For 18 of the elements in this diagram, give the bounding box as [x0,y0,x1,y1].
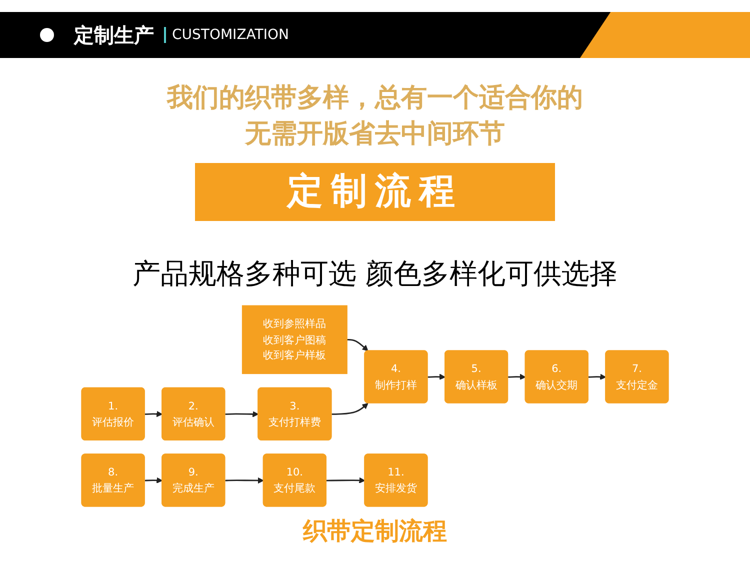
slogan-text: 无需开版省去中间环节 [244,118,506,151]
arrow [326,477,366,484]
heading-banner: 定制流程 [195,163,555,221]
arrow [347,338,368,352]
title: 定制生产 [74,22,154,48]
header-subtitle: CUSTOMIZATION [164,27,289,43]
arrow [428,374,446,380]
arrow [144,410,163,418]
arrow [144,477,163,484]
caption: 织带定制流程 [302,516,448,547]
node-box: 收到参照样品 收到客户图稿 收到客户样板 [242,305,348,374]
arrow [225,477,264,484]
arrow [508,374,526,380]
slogan-text: 我们的织带多样，总有一个适合你的 [166,82,584,115]
tagline: 产品规格多种可选 颜色多样化可供选择 [132,256,618,292]
arrow [588,374,606,380]
arrow [225,411,259,418]
arrow [332,403,368,415]
